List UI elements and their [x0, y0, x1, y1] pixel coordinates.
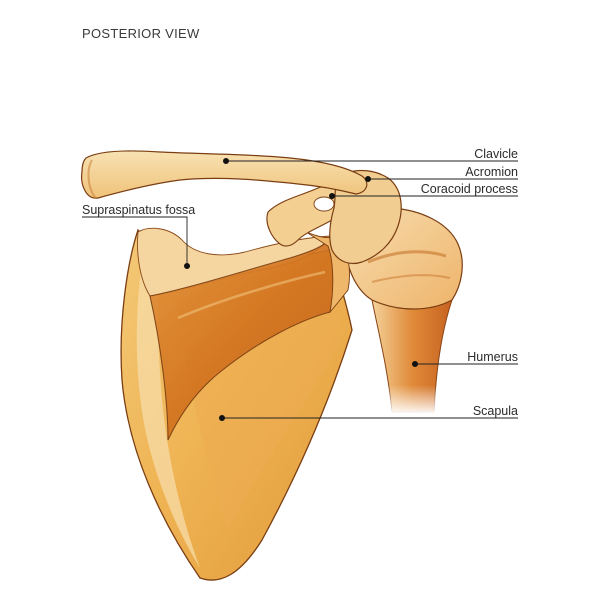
label-clavicle: Clavicle — [474, 147, 518, 161]
label-scapula: Scapula — [472, 404, 518, 418]
label-humerus: Humerus — [467, 350, 518, 364]
clavicle-bone — [81, 150, 368, 199]
supraspinatus-dot — [184, 263, 190, 269]
clavicle-dot — [223, 158, 229, 164]
leader-lines — [82, 158, 518, 421]
acromion-bone — [329, 169, 402, 265]
humerus-dot — [412, 361, 418, 367]
label-acromion: Acromion — [465, 165, 518, 179]
scapula-bone — [120, 227, 353, 581]
label-coracoid-process: Coracoid process — [420, 182, 518, 196]
scapula-dot — [219, 415, 225, 421]
view-title: POSTERIOR VIEW — [82, 26, 200, 41]
label-supraspinatus-fossa: Supraspinatus fossa — [82, 203, 196, 217]
acromion-dot — [365, 176, 371, 182]
coracoid-dot — [329, 193, 335, 199]
supraspinatus-leader — [82, 216, 188, 266]
